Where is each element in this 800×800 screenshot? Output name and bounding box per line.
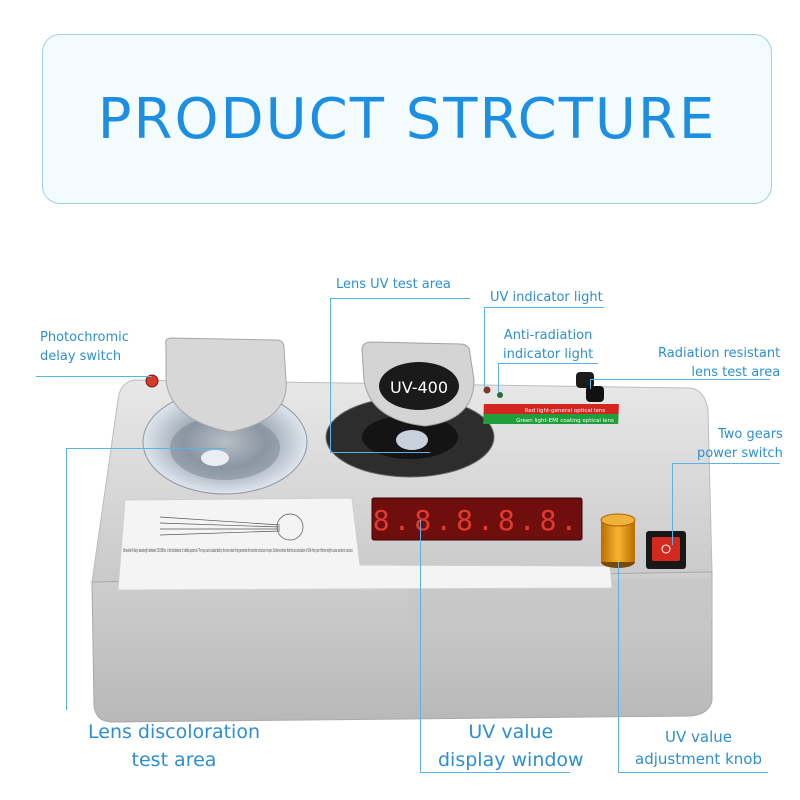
leader-knob-h (618, 772, 768, 773)
leader-knob-v (618, 562, 619, 772)
label-knob-line2: adjustment knob (635, 750, 762, 768)
label-anti-radiation-line2: indicator light (503, 347, 594, 362)
uv-indicator-light (483, 386, 491, 394)
leader-lens-uv-h (330, 452, 430, 453)
label-photochromic-delay-switch: Photochromic delay switch (40, 328, 129, 366)
leader-uv-indicator-v (484, 307, 485, 387)
label-discoloration-line1: Lens discoloration (88, 721, 260, 743)
anti-radiation-indicator-light (497, 392, 503, 398)
leader-photochromic-h (36, 376, 152, 377)
leader-radiation-resistant-v (590, 379, 591, 389)
uv-value-adjustment-knob (601, 520, 635, 562)
panel-strip-red-text: Red light-general optical lens (525, 408, 606, 414)
label-two-gears-line2: power switch (697, 446, 783, 461)
leader-anti-radiation-h (498, 363, 598, 364)
leader-lens-uv-v (330, 298, 331, 453)
label-knob-line1: UV value (665, 728, 732, 746)
leader-discoloration-v (66, 448, 67, 710)
leader-uv-value-h (420, 772, 570, 773)
uv-value-display-window (371, 497, 583, 541)
radiation-test-button-1 (576, 372, 594, 388)
label-uv-value-line2: display window (438, 749, 584, 771)
leader-uv-value-v (420, 520, 421, 772)
leader-lens-uv-top (330, 298, 470, 299)
label-two-gears-power-switch: Two gears power switch (697, 425, 783, 463)
label-anti-radiation-line1: Anti-radiation (503, 328, 593, 343)
label-uv-value-line1: UV value (468, 721, 554, 743)
uv-400-badge-text: UV-400 (390, 378, 448, 397)
leader-two-gears-v (672, 463, 673, 545)
page-title: PRODUCT STRCTURE (97, 87, 717, 152)
label-lens-discoloration-test-area: Lens discoloration test area (88, 718, 260, 774)
label-uv-value-display-window: UV value display window (438, 718, 584, 774)
radiation-test-button-2 (586, 386, 604, 402)
label-radiation-resistant-line1: Radiation resistant (658, 346, 781, 361)
label-lens-uv-test-area: Lens UV test area (336, 277, 451, 292)
panel-strip-red (483, 404, 619, 414)
label-uv-indicator-light: UV indicator light (490, 290, 603, 305)
label-uv-value-adjustment-knob: UV value adjustment knob (635, 726, 762, 770)
uv-value-display-digits: 8.8.8.8.8. (373, 504, 582, 537)
eye-diagram (159, 513, 304, 541)
panel-strip-green-text: Green light-EMI coating optical lens (516, 418, 614, 424)
label-photochromic-line1: Photochromic (40, 330, 129, 345)
label-radiation-resistant-test-area: Radiation resistant lens test area (658, 344, 780, 382)
panel-strip-green (483, 414, 619, 424)
power-icon (661, 544, 671, 554)
label-radiation-resistant-line2: lens test area (691, 365, 781, 380)
leader-anti-radiation-v (498, 363, 499, 393)
label-anti-radiation-indicator: Anti-radiation indicator light (503, 326, 593, 364)
info-sticker-text: Ultraviolet A Rays, wavelength between 3… (123, 548, 353, 554)
uv-400-badge (379, 362, 459, 410)
photochromic-delay-switch-button (145, 374, 159, 388)
label-photochromic-line2: delay switch (40, 349, 122, 364)
leader-two-gears-h (672, 463, 780, 464)
left-lamp-cover (165, 337, 287, 433)
leader-discoloration-h (66, 448, 226, 449)
leader-uv-indicator-h (484, 307, 604, 308)
leader-radiation-resistant-h (590, 379, 770, 380)
label-discoloration-line2: test area (131, 749, 217, 771)
label-two-gears-line1: Two gears (717, 427, 783, 442)
title-banner: PRODUCT STRCTURE (42, 34, 772, 204)
